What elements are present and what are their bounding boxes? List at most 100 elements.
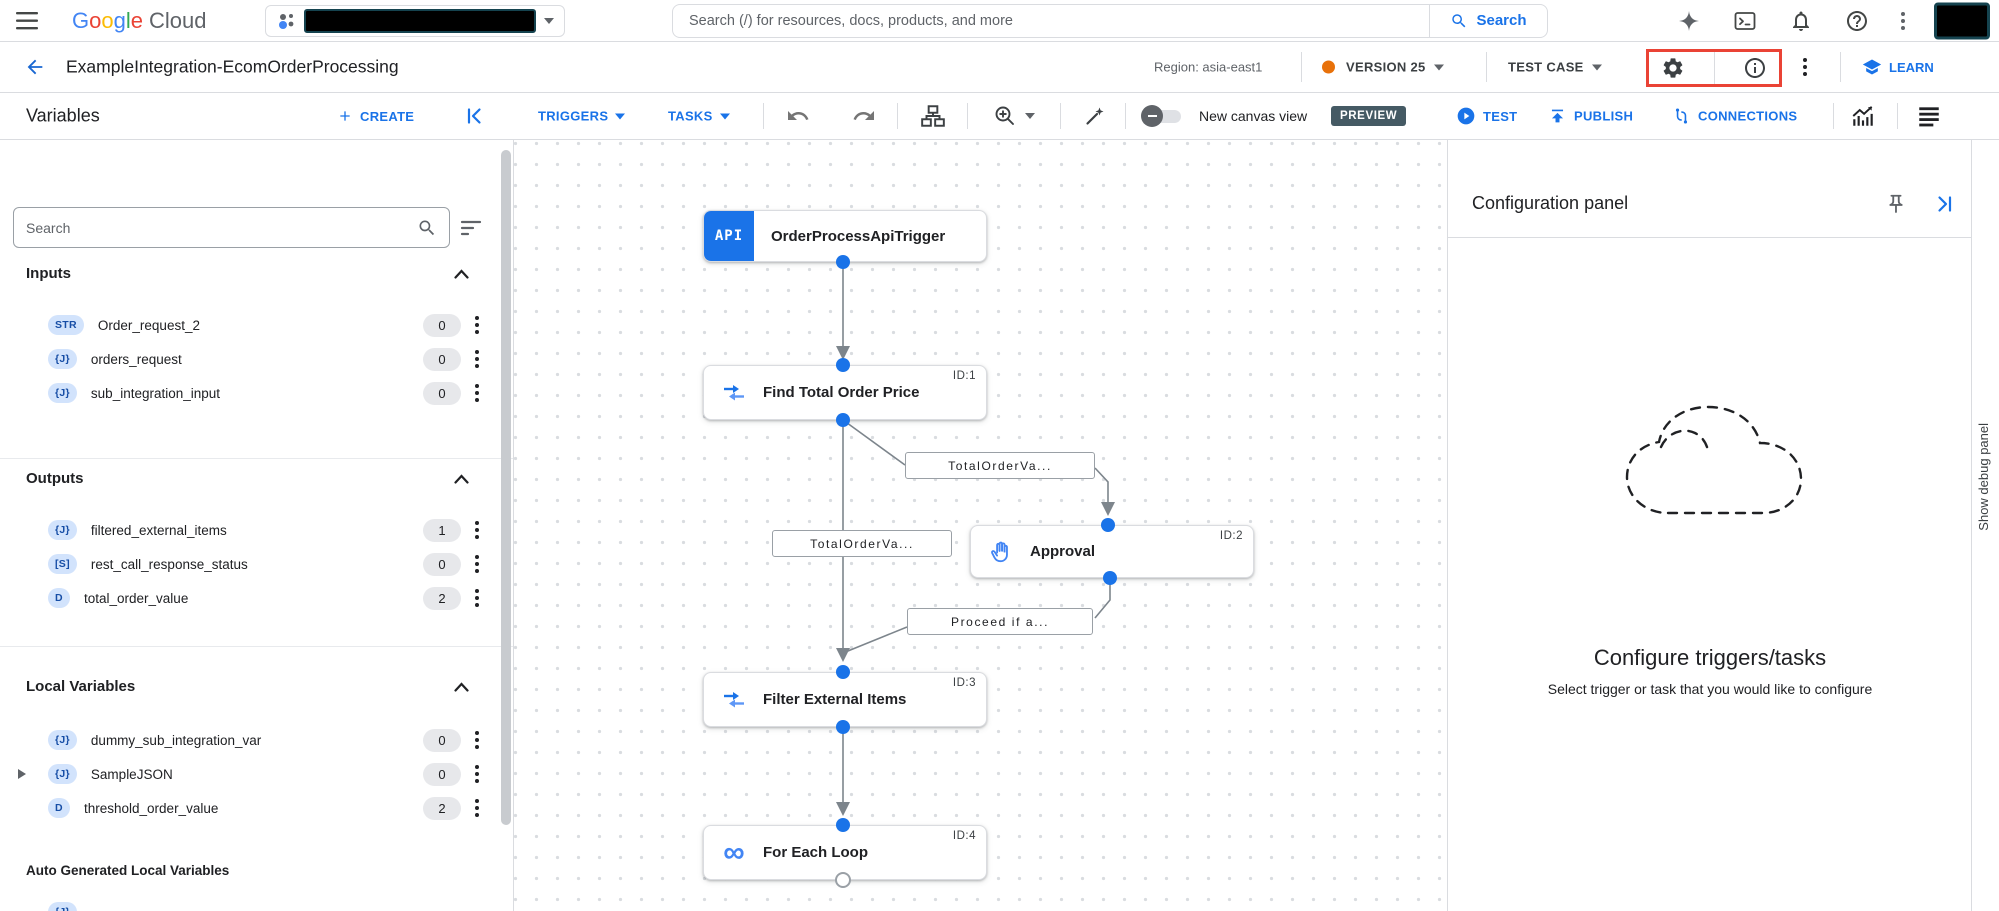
magic-wand-icon[interactable]	[1083, 104, 1107, 128]
section-header-outputs[interactable]: Outputs	[26, 470, 469, 487]
usage-count-badge: 0	[423, 313, 461, 337]
integration-title: ExampleIntegration-EcomOrderProcessing	[66, 56, 399, 77]
learn-button[interactable]: LEARN	[1862, 57, 1934, 77]
plus-icon	[340, 111, 350, 121]
empty-state-cloud-illustration	[1625, 405, 1803, 515]
usage-count-badge: 0	[423, 728, 461, 752]
section-header-local-variables[interactable]: Local Variables	[26, 678, 469, 695]
create-variable-button[interactable]: CREATE	[337, 108, 414, 124]
variable-row-partial[interactable]: {J}	[0, 895, 495, 911]
version-dropdown[interactable]: VERSION 25	[1346, 60, 1444, 75]
variable-row[interactable]: {J} dummy_sub_integration_var 0	[0, 723, 495, 757]
auto-layout-icon[interactable]	[920, 103, 946, 129]
pin-panel-icon[interactable]	[1885, 193, 1907, 215]
type-badge: {J}	[48, 730, 77, 750]
variable-menu-icon[interactable]	[475, 350, 479, 368]
variable-row[interactable]: D threshold_order_value 2	[0, 791, 495, 825]
connections-button[interactable]: CONNECTIONS	[1672, 107, 1797, 126]
edge-label[interactable]: Proceed if a...	[907, 608, 1093, 635]
type-badge: {J}	[48, 383, 77, 403]
type-badge: [S]	[48, 554, 77, 574]
variable-menu-icon[interactable]	[475, 799, 479, 817]
empty-state-heading: Configure triggers/tasks	[1593, 645, 1827, 670]
cloud-shell-icon[interactable]	[1733, 9, 1757, 33]
edge-label[interactable]: TotalOrderVa...	[772, 530, 952, 557]
test-button[interactable]: TEST	[1456, 106, 1517, 126]
show-debug-panel-label[interactable]: Show debug panel	[1976, 423, 1991, 531]
zoom-control[interactable]	[993, 104, 1035, 128]
variable-menu-icon[interactable]	[475, 765, 479, 783]
integration-header-bar: ExampleIntegration-EcomOrderProcessing R…	[0, 42, 1999, 93]
canvas-node-order-process-api-trigger[interactable]: API OrderProcessApiTrigger	[703, 210, 987, 262]
back-arrow-icon[interactable]	[24, 56, 46, 78]
publish-button[interactable]: PUBLISH	[1548, 107, 1633, 126]
variable-row[interactable]: STR Order_request_2 0	[0, 308, 495, 342]
more-options-icon[interactable]	[1901, 11, 1905, 30]
chevron-down-icon	[544, 17, 554, 24]
canvas-node-filter-external-items[interactable]: ID:3 Filter External Items	[703, 672, 987, 727]
canvas-node-for-each-loop[interactable]: ID:4 ∞ For Each Loop	[703, 825, 987, 880]
section-header-inputs[interactable]: Inputs	[26, 265, 469, 282]
canvas-node-approval[interactable]: ID:2 Approval	[970, 525, 1254, 578]
info-icon[interactable]	[1743, 56, 1767, 80]
learn-label: LEARN	[1889, 59, 1934, 75]
sidebar-scrollbar[interactable]	[501, 150, 511, 825]
variable-row[interactable]: {J} SampleJSON 0	[0, 757, 495, 791]
zoom-in-icon	[995, 106, 1014, 125]
new-canvas-view-toggle[interactable]	[1141, 105, 1185, 127]
variable-row[interactable]: {J} orders_request 0	[0, 342, 495, 376]
usage-count-badge: 0	[423, 347, 461, 371]
play-circle-icon	[1457, 107, 1475, 125]
variable-menu-icon[interactable]	[475, 316, 479, 334]
undo-icon[interactable]	[786, 104, 810, 128]
header-more-options-icon[interactable]	[1803, 58, 1807, 76]
execution-log-icon[interactable]	[1916, 103, 1942, 129]
divider	[0, 458, 513, 459]
integration-canvas[interactable]: TotalOrderVa... TotalOrderVa... Proceed …	[514, 140, 1447, 911]
expand-arrow-icon[interactable]	[18, 769, 26, 779]
account-avatar[interactable]	[1934, 2, 1990, 39]
editor-toolbar: Variables CREATE TRIGGERS TASKS	[0, 93, 1999, 140]
edge-label[interactable]: TotalOrderVa...	[905, 452, 1095, 479]
usage-count-badge: 0	[423, 381, 461, 405]
collapse-panel-icon[interactable]	[464, 105, 486, 127]
variable-row[interactable]: {J} filtered_external_items 1	[0, 513, 495, 547]
variable-menu-icon[interactable]	[475, 589, 479, 607]
chevron-down-icon	[1025, 113, 1035, 119]
variable-row[interactable]: [S] rest_call_response_status 0	[0, 547, 495, 581]
sort-variables-icon[interactable]	[460, 218, 482, 238]
usage-count-badge: 2	[423, 586, 461, 610]
tasks-dropdown[interactable]: TASKS	[668, 109, 730, 124]
main-menu-icon[interactable]	[16, 11, 38, 30]
canvas-node-find-total-order-price[interactable]: ID:1 Find Total Order Price	[703, 365, 987, 420]
variables-search-input[interactable]	[26, 219, 417, 236]
variable-row[interactable]: {J} sub_integration_input 0	[0, 376, 495, 410]
chevron-down-icon	[615, 113, 626, 119]
divider	[967, 103, 968, 129]
type-badge: {J}	[48, 902, 77, 911]
google-cloud-logo[interactable]: Google Cloud	[72, 8, 207, 34]
usage-count-badge: 0	[423, 762, 461, 786]
variable-menu-icon[interactable]	[475, 521, 479, 539]
redo-icon[interactable]	[852, 104, 876, 128]
type-badge: {J}	[48, 520, 77, 540]
notifications-bell-icon[interactable]	[1789, 9, 1813, 33]
test-case-dropdown[interactable]: TEST CASE	[1508, 60, 1602, 75]
settings-gear-icon[interactable]	[1661, 56, 1685, 80]
triggers-dropdown[interactable]: TRIGGERS	[538, 109, 626, 124]
project-selector[interactable]	[265, 4, 565, 37]
google-logo-text: Google	[72, 7, 144, 33]
gemini-sparkle-icon[interactable]	[1677, 9, 1701, 33]
variable-row[interactable]: D total_order_value 2	[0, 581, 495, 615]
debug-panel-strip[interactable]: Show debug panel	[1971, 140, 1999, 911]
metrics-chart-icon[interactable]	[1850, 103, 1876, 129]
variable-menu-icon[interactable]	[475, 384, 479, 402]
variable-name: Order_request_2	[97, 317, 200, 333]
collapse-right-panel-icon[interactable]	[1933, 193, 1955, 215]
global-search-button[interactable]: Search	[1429, 4, 1547, 37]
help-icon[interactable]	[1845, 9, 1869, 33]
variable-menu-icon[interactable]	[475, 731, 479, 749]
global-search-input[interactable]	[673, 12, 1429, 29]
variable-menu-icon[interactable]	[475, 555, 479, 573]
divider	[1840, 52, 1841, 82]
